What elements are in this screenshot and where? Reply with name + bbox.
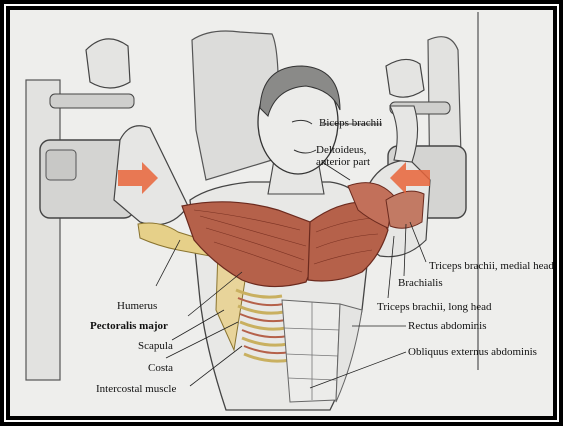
hand-right xyxy=(385,58,425,98)
label-costa: Costa xyxy=(148,362,174,374)
pectoralis-major-right xyxy=(307,201,389,282)
label-deltoideus-line1: Deltoideus, xyxy=(316,144,367,156)
outer-frame xyxy=(4,4,559,422)
machine-post-left xyxy=(25,79,61,381)
rectus-abdominis xyxy=(281,299,341,403)
label-triceps-long: Triceps brachii, long head xyxy=(377,301,492,313)
forearm-right xyxy=(389,105,419,163)
eye-detail xyxy=(291,119,313,125)
deltoideus-anterior xyxy=(347,182,395,229)
handle-left xyxy=(49,93,135,109)
label-intercostal-muscle: Intercostal muscle xyxy=(96,383,177,395)
hand-left xyxy=(85,38,131,89)
hair xyxy=(259,65,341,117)
mouth-detail xyxy=(293,149,317,154)
obliquus-externus xyxy=(335,303,363,403)
muscle-striations xyxy=(193,209,379,273)
label-triceps-medial: Triceps brachii, medial head xyxy=(429,260,553,272)
label-obliquus: Obliquus externus abdominis xyxy=(408,346,537,358)
pectoralis-major-left xyxy=(181,201,315,288)
label-rectus-abdominis: Rectus abdominis xyxy=(408,320,487,332)
label-pectoralis-major: Pectoralis major xyxy=(90,320,168,332)
biceps-brachii xyxy=(385,190,425,229)
rectus-segments xyxy=(283,302,341,400)
label-brachialis: Brachialis xyxy=(398,277,443,289)
push-arrow-left-icon xyxy=(390,162,430,194)
label-scapula: Scapula xyxy=(138,340,173,352)
label-humerus: Humerus xyxy=(117,300,158,312)
anatomy-illustration xyxy=(25,12,479,411)
leader-lines xyxy=(155,123,427,389)
label-deltoideus-line2: anterior part xyxy=(316,156,371,168)
label-biceps-brachii: Biceps brachii xyxy=(319,117,383,129)
push-arrow-right-icon xyxy=(118,162,158,194)
pad-plate-left xyxy=(45,149,77,181)
illustration-panel: Biceps brachii Deltoideus, anterior part… xyxy=(10,10,553,416)
